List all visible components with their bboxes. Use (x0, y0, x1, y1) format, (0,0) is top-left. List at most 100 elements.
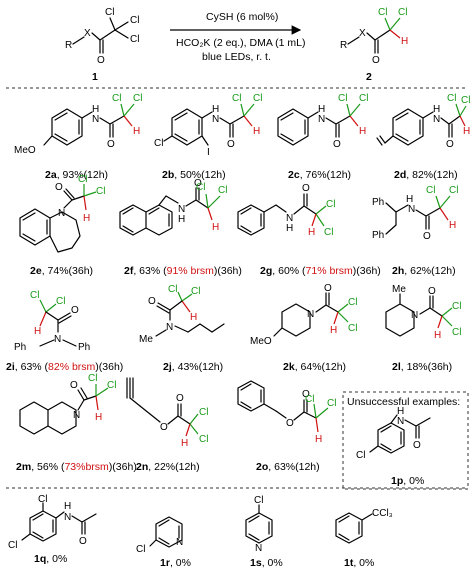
compound-id: 1s (250, 557, 262, 569)
cl-label: Cl (338, 93, 347, 104)
h-label: H (315, 434, 322, 445)
reactant-1: R X O Cl Cl Cl 1 (65, 7, 139, 83)
cl-label: Cl (426, 185, 435, 196)
svg-text:1s, 0%: 1s, 0% (250, 557, 283, 569)
h-label: H (308, 227, 315, 238)
cl-label: Cl (452, 327, 461, 338)
cl-label: Cl (112, 93, 121, 104)
brsm-text: 71% brsm (306, 265, 354, 277)
yield-text: , 0% (46, 553, 67, 565)
o-label: O (302, 183, 310, 194)
compound-id: 2b (162, 169, 174, 181)
cl-label: Cl (107, 380, 116, 391)
n-label: N (176, 537, 183, 548)
compound-2g: N H O Cl Cl H 2g, 60% (71% brsm)(36h) (237, 183, 381, 277)
o-label: O (160, 422, 168, 433)
n-label: N (307, 309, 314, 320)
cl-label: Cl (324, 227, 333, 238)
o-label: O (333, 139, 341, 150)
nh-h-label: H (286, 223, 293, 234)
cl-label: Cl (168, 284, 177, 295)
compound-2h: Ph Ph H N O Cl Cl H 2h, 62%(12h) (372, 185, 458, 277)
compound-1p: Cl H N O 1p, 0% (356, 406, 431, 487)
cl-label: Cl (199, 434, 208, 445)
svg-text:2o, 63%(12h): 2o, 63%(12h) (256, 461, 320, 473)
iodo-label: I (207, 147, 210, 158)
cl-label: Cl (30, 290, 39, 301)
svg-text:2n, 22%(12h): 2n, 22%(12h) (136, 461, 200, 473)
nh-h-label: H (178, 214, 185, 225)
yield-text: , 60% ( (272, 265, 306, 277)
time-text: )(36h) (95, 361, 123, 373)
compound-id: 1p (391, 475, 403, 487)
cl-label: Cl (348, 297, 357, 308)
nh-h-label: H (406, 194, 413, 205)
cl-label: Cl (133, 93, 142, 104)
methoxy-label: MeO (14, 145, 36, 156)
yield-text: , 0% (262, 557, 283, 569)
compound-id: 2f (124, 265, 134, 277)
n-label: N (166, 322, 173, 333)
h-label: H (34, 326, 41, 337)
n-label: N (64, 512, 71, 523)
cl-label: Cl (154, 138, 163, 149)
cl-label: Cl (96, 186, 105, 197)
svg-text:1t, 0%: 1t, 0% (344, 557, 374, 569)
cl-label: Cl (327, 398, 336, 409)
brsm-text: 91% brsm (167, 265, 215, 277)
svg-text:2f, 63% (91% brsm)(36h): 2f, 63% (91% brsm)(36h) (124, 265, 242, 277)
h-label: H (212, 222, 219, 233)
cl-label: Cl (136, 544, 145, 555)
cl-label: Cl (130, 15, 139, 26)
yield-text: , 0% (403, 475, 424, 487)
compound-1q: Cl Cl H N O 1q, 0% (8, 494, 97, 565)
product-number: 2 (366, 71, 372, 83)
o-label: O (413, 440, 421, 451)
n-label: N (408, 204, 415, 215)
svg-text:2c, 76%(12h): 2c, 76%(12h) (288, 169, 351, 181)
compound-id: 2k (283, 361, 295, 373)
time-text: )(36h) (353, 265, 381, 277)
yield-text: , 22%(12h) (148, 461, 199, 473)
compound-id: 2g (260, 265, 272, 277)
nh-h-label: H (397, 406, 404, 417)
svg-text:2d, 82%(12h): 2d, 82%(12h) (394, 169, 458, 181)
svg-text:2l, 18%(36h): 2l, 18%(36h) (392, 361, 452, 373)
yield-text: , 0% (353, 557, 374, 569)
n-label: N (397, 416, 404, 427)
compound-id: 2h (392, 265, 404, 277)
product-2: R X O Cl Cl H 2 (340, 7, 408, 83)
svg-text:1r, 0%: 1r, 0% (160, 557, 191, 569)
compound-id: 2j (163, 361, 172, 373)
yield-text: , 56% ( (31, 461, 65, 473)
compound-2m: N O Cl Cl H 2m, 56% (73%brsm)(36h) (16, 373, 137, 473)
o-label: O (227, 139, 235, 150)
phenyl-label: Ph (78, 342, 90, 353)
yield-text: , 64%(12h) (295, 361, 346, 373)
h-label: H (253, 126, 260, 137)
compound-id: 2c (288, 169, 300, 181)
nh-h-label: H (64, 501, 71, 512)
light-condition: blue LEDs, r. t. (202, 51, 271, 63)
n-label: N (433, 114, 440, 125)
compound-id: 2d (394, 169, 406, 181)
cl-label: Cl (356, 450, 365, 461)
cl-label: Cl (56, 296, 65, 307)
methoxy-label: MeO (250, 336, 272, 347)
x-atom-label: X (359, 28, 366, 39)
svg-text:2b, 50%(12h): 2b, 50%(12h) (162, 169, 226, 181)
h-label: H (401, 36, 408, 47)
svg-text:2g, 60% (71% brsm)(36h): 2g, 60% (71% brsm)(36h) (260, 265, 381, 277)
cl-label: Cl (196, 182, 205, 193)
compound-2b: Cl I H N O Cl Cl H 2b, 50%(12h) (154, 93, 262, 181)
svg-text:1q, 0%: 1q, 0% (34, 553, 67, 565)
cl-label: Cl (199, 407, 208, 418)
cl-label: Cl (130, 34, 139, 45)
svg-text:2h, 62%(12h): 2h, 62%(12h) (392, 265, 456, 277)
compound-id: 1q (34, 553, 46, 565)
n-label: N (54, 334, 61, 345)
o-label: O (428, 286, 436, 297)
compound-1s: N Cl 1s, 0% (245, 495, 283, 569)
compound-2j: Cl Cl H O N Me 2j, 43%(12h) (139, 284, 225, 373)
phenyl-label: Ph (372, 197, 384, 208)
